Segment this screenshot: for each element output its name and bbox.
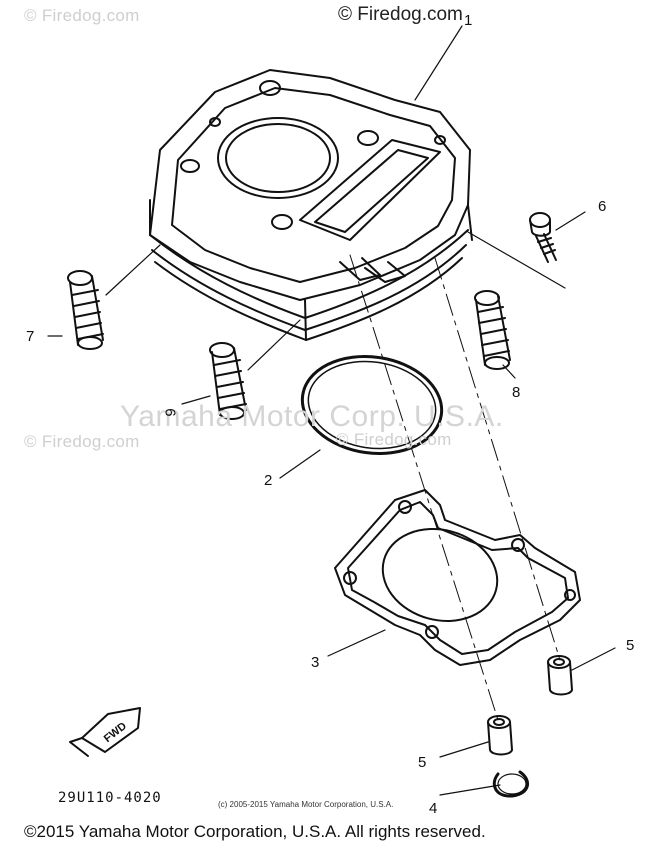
- diagram-code: 29U110-4020: [58, 790, 162, 806]
- fwd-label: FWD: [102, 720, 129, 745]
- small-copyright: (c) 2005-2015 Yamaha Motor Corporation, …: [218, 800, 394, 809]
- circlip-part: [492, 770, 529, 798]
- cylinder-gasket-part: [334, 489, 581, 666]
- watermark-top-center: © Firedog.com: [338, 4, 463, 25]
- center-lines: [349, 254, 561, 721]
- watermark-center-text: Yamaha Motor Corp. U.S.A.: [120, 400, 504, 433]
- callout-7: 7: [26, 328, 35, 345]
- watermark-mid-left: © Firedog.com: [24, 432, 140, 451]
- callout-9: 9: [162, 408, 180, 417]
- fwd-arrow-icon: [69, 707, 141, 757]
- callout-2: 2: [264, 472, 273, 489]
- leader-lines: [47, 25, 616, 796]
- spring-pin-part: [67, 270, 104, 350]
- spring-pin-part: [209, 342, 247, 420]
- spring-pin-part: [474, 290, 511, 370]
- cylinder-part: [149, 69, 473, 341]
- o-ring-part: [300, 354, 444, 456]
- dowel-pin-part: [487, 715, 513, 756]
- callout-5: 5: [626, 637, 635, 654]
- callout-6: 6: [598, 198, 607, 215]
- callout-3: 3: [311, 654, 320, 671]
- bolt-part: [529, 212, 557, 263]
- watermark-top-left: © Firedog.com: [24, 6, 140, 25]
- callout-4: 4: [429, 800, 438, 817]
- callout-8: 8: [512, 384, 521, 401]
- callout-5: 5: [418, 754, 427, 771]
- footer-copyright: ©2015 Yamaha Motor Corporation, U.S.A. A…: [24, 822, 486, 841]
- callout-1: 1: [464, 12, 473, 29]
- watermark-mid-center: © Firedog.com: [336, 430, 452, 449]
- dowel-pin-part: [547, 655, 573, 696]
